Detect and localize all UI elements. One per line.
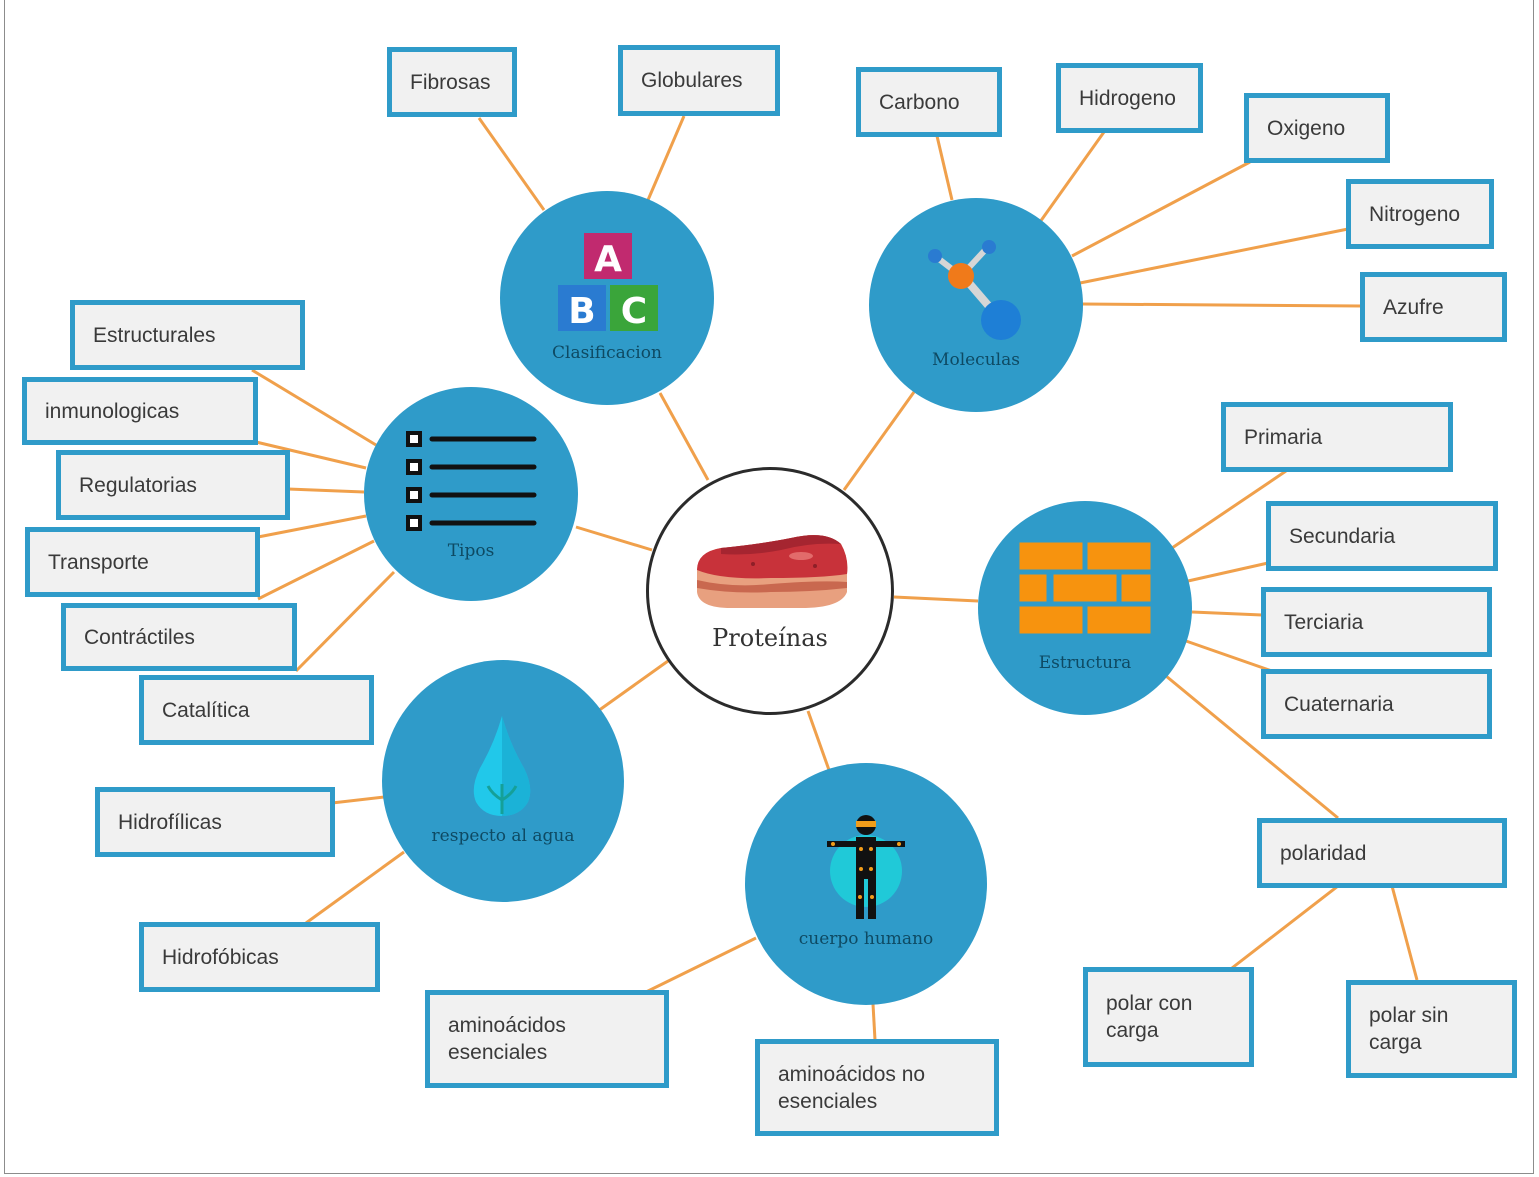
svg-text:C: C	[621, 291, 647, 332]
connector	[1185, 639, 1273, 673]
human-body-icon	[827, 815, 905, 919]
connector	[1038, 131, 1106, 223]
leaf-estructurales[interactable]: Estructurales	[70, 300, 305, 370]
connector	[597, 659, 669, 713]
leaf-secundaria[interactable]: Secundaria	[1266, 501, 1498, 571]
leaf-polar-con-carga[interactable]: polar con carga	[1083, 967, 1254, 1067]
connector	[305, 850, 405, 925]
hub-cuerpo[interactable]: cuerpo humano	[745, 763, 987, 1005]
connector	[287, 487, 365, 494]
hub-estructura[interactable]: Estructura	[978, 501, 1192, 715]
leaf-transporte[interactable]: Transporte	[25, 527, 260, 597]
connector	[257, 539, 375, 601]
connector	[255, 440, 367, 470]
leaf-hidrofilicas[interactable]: Hidrofílicas	[95, 787, 335, 857]
hub-tipos[interactable]: Tipos	[364, 387, 578, 601]
hub-label: cuerpo humano	[798, 929, 934, 949]
connector	[331, 795, 385, 805]
leaf-azufre[interactable]: Azufre	[1360, 272, 1507, 342]
leaf-terciaria[interactable]: Terciaria	[1261, 587, 1492, 657]
connector	[1187, 561, 1269, 583]
meat-steak-icon	[697, 535, 848, 608]
connector	[257, 514, 367, 539]
leaf-hidrogeno[interactable]: Hidrogeno	[1056, 63, 1203, 133]
connector	[1165, 674, 1339, 820]
leaf-primaria[interactable]: Primaria	[1221, 402, 1453, 472]
molecule-icon	[928, 240, 1021, 340]
connector	[893, 595, 979, 603]
connector	[1071, 160, 1251, 258]
hub-clasificacion[interactable]: A B C Clasificacion	[500, 191, 714, 405]
leaf-contractiles[interactable]: Contráctiles	[61, 603, 297, 671]
center-node[interactable]: Proteínas	[646, 467, 894, 715]
water-drop-icon	[473, 716, 531, 816]
leaf-globulares[interactable]: Globulares	[618, 45, 780, 116]
hub-label: Clasificacion	[552, 343, 662, 363]
connector	[806, 710, 831, 771]
leaf-regulatorias[interactable]: Regulatorias	[56, 450, 290, 520]
connector	[871, 1003, 877, 1041]
hub-label: Estructura	[1038, 653, 1132, 673]
connector	[251, 368, 377, 447]
connector	[645, 936, 757, 994]
connector	[646, 115, 686, 201]
leaf-cuaternaria[interactable]: Cuaternaria	[1261, 669, 1492, 739]
hub-agua[interactable]: respecto al agua	[382, 660, 624, 902]
leaf-polar-sin-carga[interactable]: polar sin carga	[1346, 980, 1517, 1078]
center-label: Proteínas	[712, 624, 828, 652]
leaf-aminoacidos-no-esenciales[interactable]: aminoácidos no esenciales	[755, 1039, 999, 1136]
leaf-fibrosas[interactable]: Fibrosas	[387, 47, 517, 117]
brick-wall-icon	[1018, 541, 1154, 637]
connector	[1191, 610, 1263, 617]
leaf-carbono[interactable]: Carbono	[856, 67, 1002, 137]
hub-label: Tipos	[447, 541, 495, 561]
hub-label: respecto al agua	[431, 826, 575, 846]
hub-label: Moleculas	[932, 350, 1020, 370]
connector	[1079, 227, 1349, 285]
connector	[1171, 469, 1287, 550]
leaf-nitrogeno[interactable]: Nitrogeno	[1346, 179, 1494, 249]
connector	[575, 525, 653, 552]
leaf-catalitica[interactable]: Catalítica	[139, 675, 374, 745]
connector	[658, 392, 710, 481]
leaf-polaridad[interactable]: polaridad	[1257, 818, 1507, 888]
diagram-frame	[4, 0, 1534, 1174]
connector	[1081, 302, 1363, 308]
leaf-aminoacidos-esenciales[interactable]: aminoácidos esenciales	[425, 990, 669, 1088]
leaf-hidrofobicas[interactable]: Hidrofóbicas	[139, 922, 380, 992]
connector	[935, 135, 954, 201]
connector	[1231, 884, 1339, 970]
svg-text:A: A	[594, 239, 622, 280]
leaf-oxigeno[interactable]: Oxigeno	[1244, 93, 1390, 163]
leaf-inmunologicas[interactable]: inmunologicas	[22, 377, 258, 445]
connector	[477, 117, 546, 211]
svg-text:B: B	[568, 291, 595, 332]
connector	[1390, 885, 1419, 981]
abc-blocks-icon: A B C	[558, 233, 658, 332]
connector	[842, 391, 916, 491]
checklist-icon	[406, 431, 537, 531]
hub-moleculas[interactable]: Moleculas	[869, 198, 1083, 412]
connector	[294, 570, 396, 673]
